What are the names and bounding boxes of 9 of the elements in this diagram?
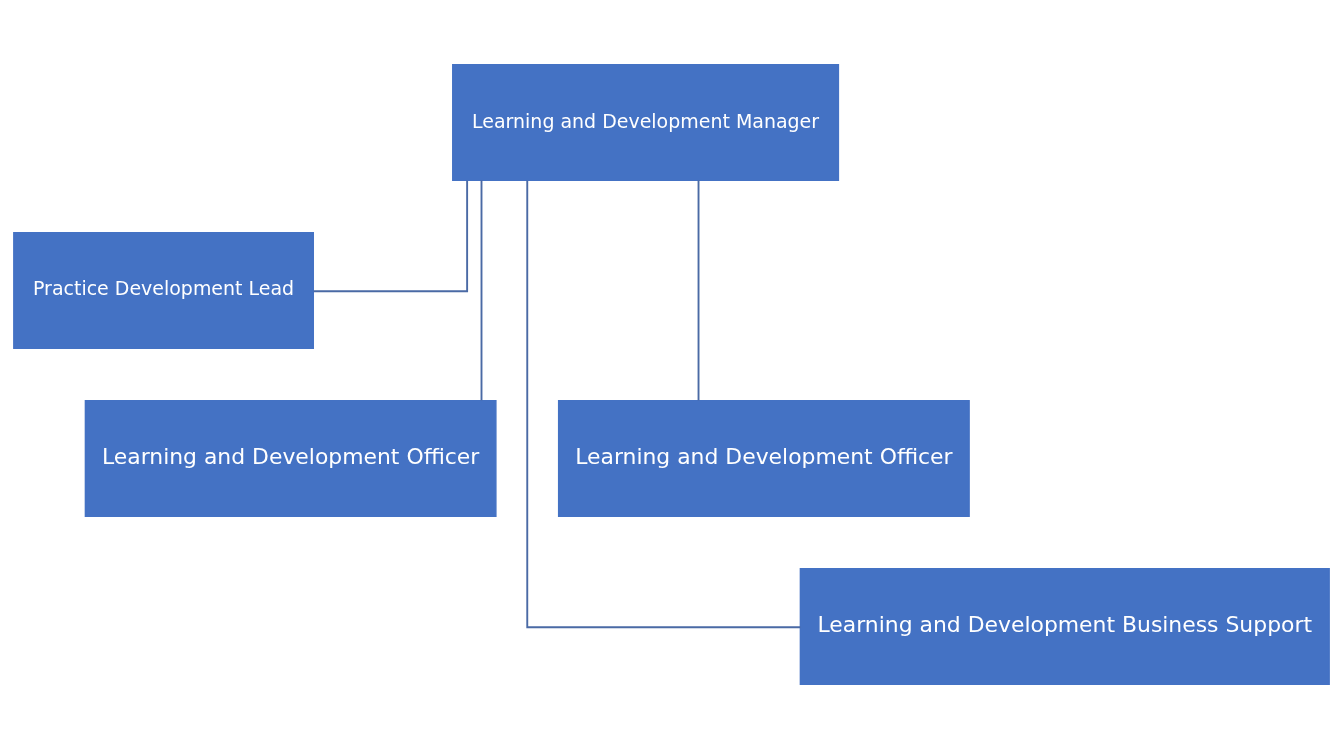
node-box: Practice Development Lead xyxy=(13,232,314,349)
node-box: Learning and Development Manager xyxy=(452,64,840,181)
node-box: Learning and Development Business Support xyxy=(799,568,1330,685)
connector xyxy=(526,179,802,629)
connector xyxy=(480,179,483,402)
connector xyxy=(312,179,469,293)
node-box: Learning and Development Officer xyxy=(84,400,497,517)
connector xyxy=(697,179,700,402)
node-box: Learning and Development Officer xyxy=(557,400,970,517)
